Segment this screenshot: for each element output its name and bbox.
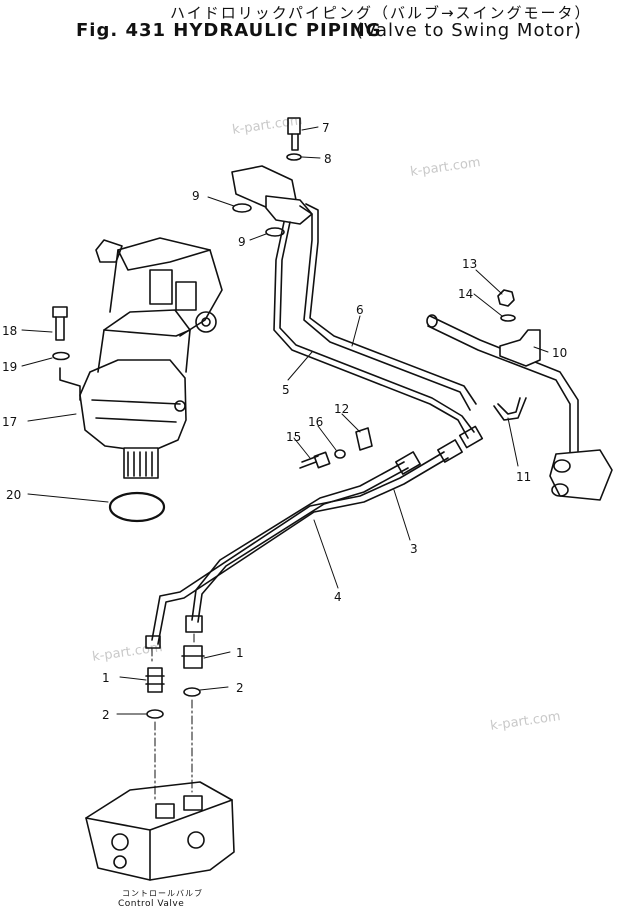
- bolt-18-drawing: [52, 306, 68, 341]
- title-english: Fig. 431 HYDRAULIC PIPING: [76, 20, 382, 41]
- fitting-drawing: [458, 425, 484, 449]
- return-pipe-drawing: [426, 314, 613, 501]
- part-label-4: 4: [334, 590, 342, 604]
- part-label-1b: 1: [236, 646, 244, 660]
- part-label-17: 17: [2, 415, 17, 429]
- o-ring-9a-drawing: [232, 203, 252, 213]
- part-label-9b: 9: [238, 235, 246, 249]
- o-ring-2a-drawing: [146, 709, 164, 719]
- bracket-10-drawing: [499, 329, 541, 367]
- part-label-6: 6: [356, 303, 364, 317]
- part-label-12: 12: [334, 402, 349, 416]
- washer-14-drawing: [500, 314, 516, 322]
- part-label-5: 5: [282, 383, 290, 397]
- control-valve-drawing: [85, 781, 235, 881]
- part-labels: 7 8 9 9 10 11 12 13 14 15 16 17 18 19 20…: [2, 121, 567, 722]
- part-label-14: 14: [458, 287, 473, 301]
- title-japanese: ハイドロリックパイピング（バルブ→スイングモータ）: [170, 4, 592, 22]
- nut-13-drawing: [497, 289, 515, 307]
- manifold-block-drawing: [231, 117, 313, 225]
- fitting-drawing: [145, 635, 161, 649]
- part-label-2a: 2: [102, 708, 110, 722]
- o-ring-20-drawing: [108, 491, 166, 523]
- pipe-5-drawing: [273, 221, 475, 439]
- part-label-20: 20: [6, 488, 21, 502]
- title-subtitle: (Valve to Swing Motor): [356, 20, 582, 41]
- o-ring-2b-drawing: [183, 687, 201, 697]
- part-label-7: 7: [322, 121, 330, 135]
- o-ring-9b-drawing: [265, 227, 285, 237]
- control-valve-label-japanese: コントロールバルブ: [122, 889, 203, 898]
- fitting-drawing: [437, 439, 463, 463]
- part-label-10: 10: [552, 346, 567, 360]
- fitting-drawing: [395, 451, 421, 475]
- part-label-1a: 1: [102, 671, 110, 685]
- part-label-8: 8: [324, 152, 332, 166]
- control-valve-label-english: Control Valve: [118, 899, 185, 909]
- washer-16-drawing: [334, 449, 346, 459]
- pipe-3-drawing: [151, 451, 449, 645]
- part-label-2b: 2: [236, 681, 244, 695]
- washer-8-drawing: [286, 153, 302, 161]
- connector-1b-drawing: [181, 645, 205, 669]
- pipe-6-drawing: [299, 203, 477, 411]
- fitting-drawing: [185, 615, 203, 633]
- part-label-3: 3: [410, 542, 418, 556]
- part-label-11: 11: [516, 470, 531, 484]
- swing-motor-drawing: [59, 237, 223, 479]
- part-label-19: 19: [2, 360, 17, 374]
- clamp-12-drawing: [355, 427, 373, 451]
- part-label-9a: 9: [192, 189, 200, 203]
- part-label-13: 13: [462, 257, 477, 271]
- connector-1a-drawing: [145, 667, 165, 693]
- pipe-4-drawing: [191, 461, 409, 623]
- bolt-15-drawing: [299, 451, 331, 469]
- part-label-18: 18: [2, 324, 17, 338]
- washer-19-drawing: [52, 351, 70, 361]
- clamp-11-drawing: [493, 397, 527, 421]
- part-label-16: 16: [308, 415, 323, 429]
- part-label-15: 15: [286, 430, 301, 444]
